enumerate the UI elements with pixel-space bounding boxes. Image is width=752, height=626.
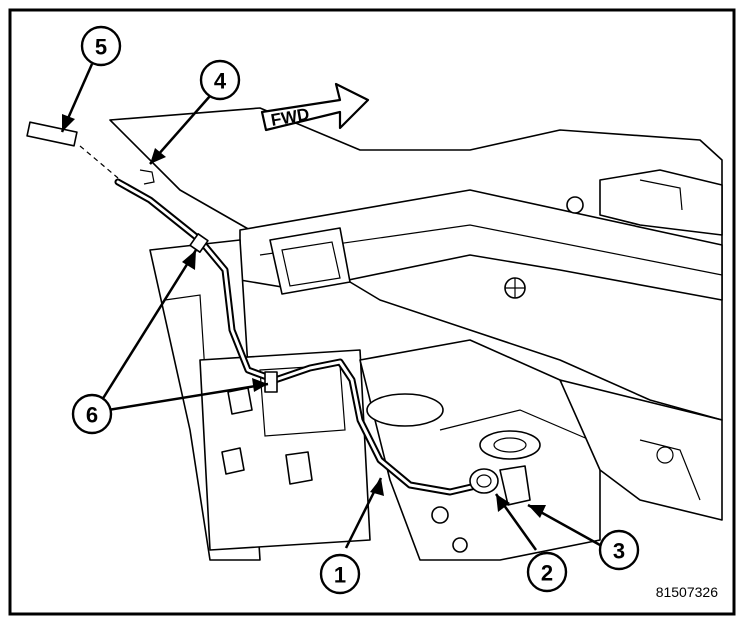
arrowhead-6b [252,378,268,392]
connector-dash-line [79,145,119,179]
arrowhead-3 [528,505,546,518]
diagram-border [8,8,736,616]
arrowhead-2 [496,494,510,512]
leader-line-6b [107,382,269,412]
callout-circle-2 [526,551,568,593]
arrowhead-5 [62,114,75,132]
connector-4-hook [139,169,155,185]
callout-label-3: 3 [613,539,625,564]
callout-label-5: 5 [95,35,107,60]
callout-circle-1 [319,553,361,595]
figure-number: 81507326 [656,584,719,600]
arrowhead-4 [150,148,166,164]
callout-label-4: 4 [214,69,227,94]
hose-clips [189,233,278,393]
grommet-assembly [469,465,531,506]
hose-clip-lower [264,371,278,393]
arrowhead-1 [370,478,384,496]
callout-circle-3 [598,529,640,571]
connector-5 [26,121,78,147]
callout-circle-6 [71,393,113,435]
leader-line-6a [100,249,198,401]
washer-hose [114,178,484,496]
callout-circle-5 [80,25,122,67]
fwd-arrow-icon: FWD [260,82,370,132]
body-structure [109,107,723,561]
callout-circle-4 [199,59,241,101]
hose-connector [26,121,155,185]
arrowhead-6a [182,250,196,270]
hose-clip-upper [189,233,209,253]
callout-label-2: 2 [541,561,553,586]
callout-label-6: 6 [86,403,98,428]
grommet [469,468,499,494]
nozzle-bracket [499,465,531,506]
callouts: 1 2 3 4 5 6 [60,25,640,595]
callout-label-1: 1 [334,563,346,588]
